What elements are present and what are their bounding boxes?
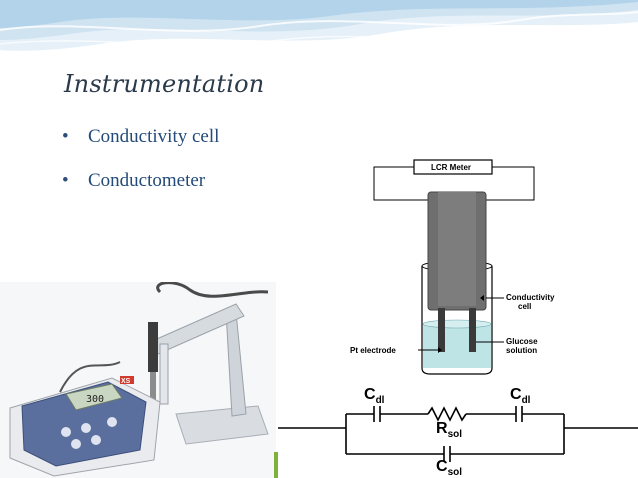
rsol-sub: sol	[447, 429, 463, 441]
conductivity-cell-label-line2: cell	[518, 302, 532, 311]
cell-diagram-drawing	[373, 159, 535, 375]
cdl-left-letter: C	[364, 386, 376, 403]
bullet-item: • Conductometer	[62, 168, 219, 212]
rsol-label: Rsol	[436, 420, 462, 440]
cdl-left-sub: dl	[375, 395, 385, 407]
conductivity-cell-diagram: LCR Meter Conductivity cell Glucose solu…	[344, 158, 570, 378]
conductometer-photo: 300 XS	[0, 282, 276, 478]
bullet-dot-icon: •	[62, 170, 69, 191]
device-display-value: 300	[86, 394, 104, 405]
bullet-item: • Conductivity cell	[62, 124, 219, 168]
conductometer-illustration: 300 XS	[0, 282, 276, 478]
glucose-solution-label-line1: Glucose	[506, 337, 538, 346]
circuit-drawing	[278, 406, 638, 462]
csol-label: Csol	[436, 458, 462, 478]
bullet-text: Conductivity cell	[88, 126, 220, 147]
cdl-right-label: Cdl	[510, 386, 530, 406]
wave-header-decoration	[0, 0, 638, 70]
pt-electrode-label: Pt electrode	[350, 346, 396, 355]
bullet-dot-icon: •	[62, 126, 69, 147]
bullet-text: Conductometer	[88, 170, 206, 191]
csol-sub: sol	[447, 467, 463, 478]
lcr-meter-label: LCR Meter	[431, 163, 472, 172]
equivalent-circuit-diagram: Cdl Rsol Cdl Csol	[278, 384, 638, 478]
bullet-list: • Conductivity cell • Conductometer	[62, 124, 219, 212]
device-brand-badge: XS	[121, 378, 131, 385]
slide-title: Instrumentation	[64, 70, 265, 98]
glucose-solution-label-line2: solution	[506, 346, 538, 355]
cdl-right-sub: dl	[521, 395, 531, 407]
accent-bar	[274, 452, 278, 478]
conductivity-cell-label-line1: Conductivity	[506, 293, 555, 302]
cdl-right-letter: C	[510, 386, 522, 403]
csol-letter: C	[436, 458, 448, 475]
cdl-left-label: Cdl	[364, 386, 384, 406]
rsol-letter: R	[436, 420, 448, 437]
